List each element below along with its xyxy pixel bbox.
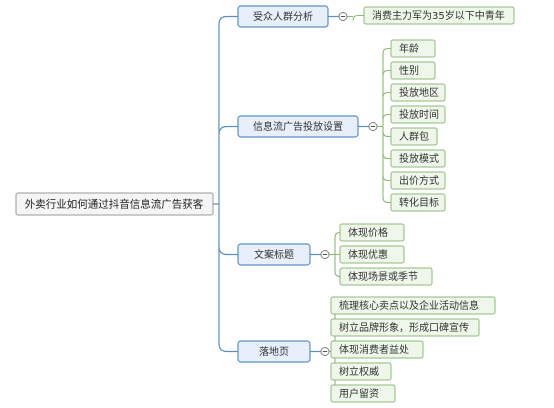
branch-label: 信息流广告投放设置 xyxy=(253,120,343,133)
edge-leaf xyxy=(382,47,391,54)
collapse-toggle-icon[interactable] xyxy=(338,12,348,21)
leaf-label: 用户留资 xyxy=(339,387,379,400)
branch-label: 文案标题 xyxy=(254,248,294,261)
leaf-label: 人群包 xyxy=(399,130,429,143)
leaf-label: 树立品牌形象，形成口碑宣传 xyxy=(339,321,469,334)
leaf-label: 梳理核心卖点以及企业活动信息 xyxy=(339,299,479,312)
branch-label: 受众人群分析 xyxy=(253,10,313,23)
branch-node[interactable]: 信息流广告投放设置 xyxy=(237,115,359,138)
leaf-node[interactable]: 转化目标 xyxy=(390,193,446,212)
leaf-label: 出价方式 xyxy=(399,174,439,187)
edge-leaf xyxy=(382,91,391,98)
edge-branch xyxy=(218,246,238,256)
leaf-label: 性别 xyxy=(399,64,419,77)
edge-leaf xyxy=(352,14,364,21)
leaf-node[interactable]: 出价方式 xyxy=(390,171,446,190)
leaf-node[interactable]: 投放时间 xyxy=(390,105,446,124)
collapse-toggle-icon[interactable] xyxy=(368,122,378,131)
leaf-node[interactable]: 用户留资 xyxy=(330,384,396,403)
collapse-toggle-icon[interactable] xyxy=(320,347,330,356)
leaf-label: 体现消费者益处 xyxy=(339,343,409,356)
edge-leaf xyxy=(382,197,391,204)
leaf-node[interactable]: 性别 xyxy=(390,61,436,80)
edge-leaf xyxy=(382,131,391,138)
root-label: 外卖行业如何通过抖音信息流广告获客 xyxy=(25,198,204,211)
leaf-node[interactable]: 梳理核心卖点以及企业活动信息 xyxy=(330,296,496,315)
leaf-node[interactable]: 投放模式 xyxy=(390,149,446,168)
edge-leaf xyxy=(334,231,341,238)
collapse-toggle-icon[interactable] xyxy=(320,250,330,259)
leaf-label: 树立权威 xyxy=(339,365,379,378)
edges xyxy=(213,14,391,395)
leaf-label: 年龄 xyxy=(399,42,419,55)
branch-node[interactable]: 文案标题 xyxy=(237,243,311,266)
leaf-node[interactable]: 树立权威 xyxy=(330,362,392,381)
leaf-label: 投放时间 xyxy=(399,108,439,121)
leaf-node[interactable]: 人群包 xyxy=(390,127,438,146)
branch-label: 落地页 xyxy=(259,345,289,358)
edge-branch xyxy=(218,15,238,25)
nodes: 外卖行业如何通过抖音信息流广告获客 受众人群分析 消费主力军为35岁以下中青年信息… xyxy=(15,5,515,403)
edge-leaf xyxy=(382,113,391,120)
edge-leaf xyxy=(334,271,341,278)
leaf-label: 投放地区 xyxy=(399,86,439,99)
branch-node[interactable]: 受众人群分析 xyxy=(237,5,329,28)
leaf-label: 体现价格 xyxy=(348,226,388,239)
branch-node[interactable]: 落地页 xyxy=(237,340,311,363)
leaf-node[interactable]: 年龄 xyxy=(390,39,436,58)
edge-branch xyxy=(218,125,238,135)
leaf-node[interactable]: 体现场景或季节 xyxy=(339,267,433,286)
leaf-node[interactable]: 体现消费者益处 xyxy=(330,340,424,359)
leaf-node[interactable]: 投放地区 xyxy=(390,83,446,102)
leaf-label: 投放模式 xyxy=(399,152,439,165)
edge-leaf xyxy=(382,153,391,160)
leaf-node[interactable]: 树立品牌形象，形成口碑宣传 xyxy=(330,318,480,337)
root-node[interactable]: 外卖行业如何通过抖音信息流广告获客 xyxy=(15,192,214,216)
leaf-node[interactable]: 消费主力军为35岁以下中青年 xyxy=(363,6,515,25)
edge-leaf xyxy=(382,69,391,76)
leaf-label: 体现优惠 xyxy=(348,248,388,261)
leaf-node[interactable]: 体现优惠 xyxy=(339,245,405,264)
edge-leaf xyxy=(382,175,391,182)
leaf-label: 转化目标 xyxy=(399,196,439,209)
edge-branch xyxy=(218,343,238,353)
leaf-label: 体现场景或季节 xyxy=(348,270,418,283)
leaf-node[interactable]: 体现价格 xyxy=(339,223,405,242)
leaf-label: 消费主力军为35岁以下中青年 xyxy=(372,9,505,22)
